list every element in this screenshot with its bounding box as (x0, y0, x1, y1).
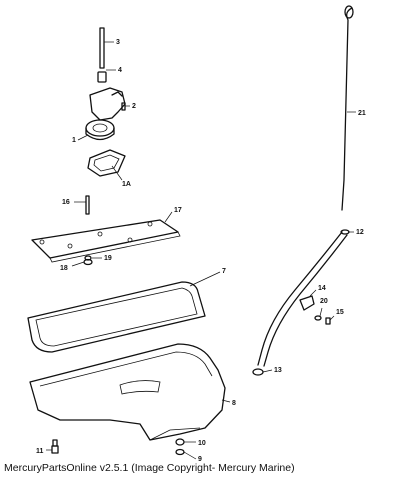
leader-lines (46, 41, 356, 460)
callout-15: 15 (336, 309, 344, 316)
stud (85, 195, 90, 215)
nut-washer (83, 255, 93, 266)
drain-plug (175, 438, 185, 456)
callout-20: 20 (320, 298, 328, 305)
callout-3: 3 (116, 39, 120, 46)
dipstick-tube (257, 229, 350, 367)
tube-grommet (252, 368, 264, 376)
pan-bolt (51, 439, 59, 454)
pickup-tube (99, 27, 105, 69)
callout-14: 14 (318, 285, 326, 292)
callout-19: 19 (104, 255, 112, 262)
image-caption: MercuryPartsOnline v2.5.1 (Image Copyrig… (4, 462, 295, 474)
callout-10: 10 (198, 440, 206, 447)
callout-2: 2 (132, 103, 136, 110)
windage-tray (31, 219, 181, 263)
pump-gasket (87, 149, 126, 177)
callout-7: 7 (222, 268, 226, 275)
callout-18: 18 (60, 265, 68, 272)
callout-16: 16 (62, 199, 70, 206)
callout-8: 8 (232, 400, 236, 407)
dipstick (341, 5, 354, 211)
callout-4: 4 (118, 67, 122, 74)
oil-pan-gasket (27, 281, 206, 353)
callout-1a: 1A (122, 181, 131, 188)
callout-21: 21 (358, 110, 366, 117)
tube-clip (299, 295, 331, 325)
oil-pan (29, 343, 226, 441)
pump-sleeve (97, 71, 107, 83)
callout-12: 12 (356, 229, 364, 236)
pump-screw (121, 102, 126, 111)
oil-pump (85, 87, 126, 141)
callout-13: 13 (274, 367, 282, 374)
callout-1: 1 (72, 137, 76, 144)
exploded-parts-diagram: 3 4 2 1 1A 16 17 18 19 7 8 10 9 11 12 13… (27, 5, 366, 463)
callout-9: 9 (198, 456, 202, 463)
callout-11: 11 (36, 448, 44, 455)
callout-17: 17 (174, 207, 182, 214)
